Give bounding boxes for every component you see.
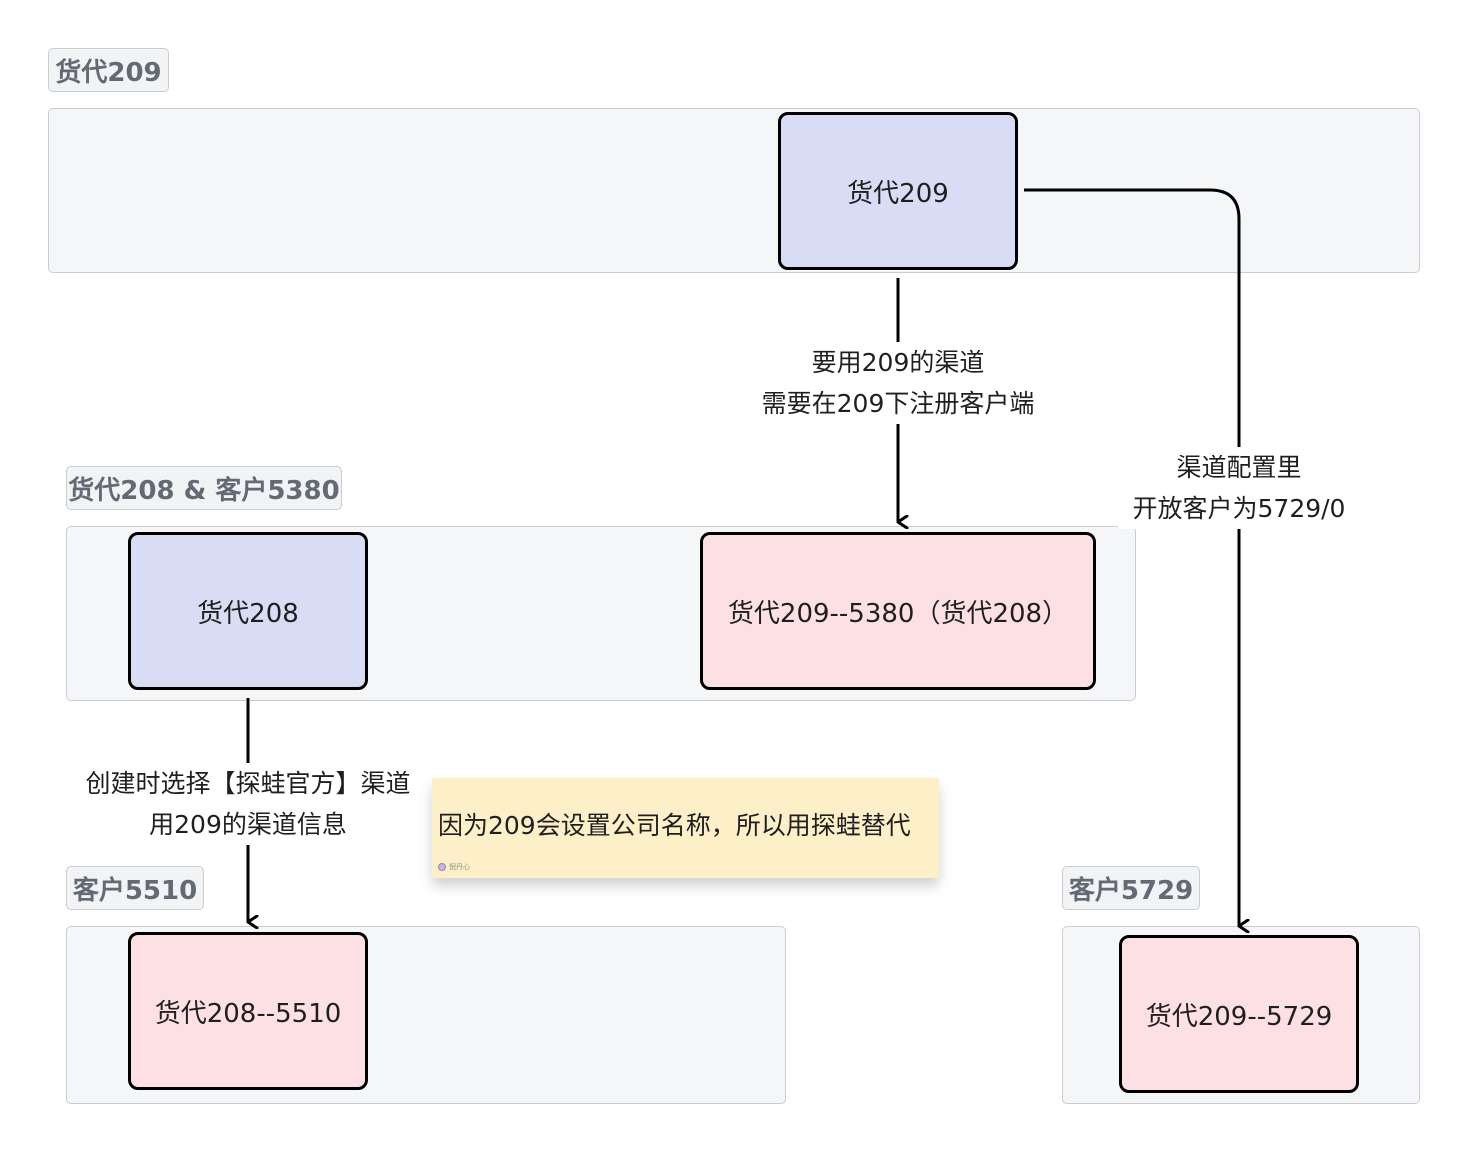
group-label-agent-208-client-5380: 货代208 & 客户5380 — [66, 466, 342, 510]
node-agent209-client5729[interactable]: 货代209--5729 — [1119, 935, 1359, 1093]
sticky-note-text: 因为209会设置公司名称，所以用探蛙替代 — [438, 811, 911, 840]
edge-209-to-5729 — [1024, 188, 1239, 926]
node-agent208-client5510[interactable]: 货代208--5510 — [128, 932, 368, 1090]
edge-label-line: 需要在209下注册客户端 — [761, 389, 1035, 418]
edge-label-line: 创建时选择【探蛙官方】渠道 — [85, 769, 411, 798]
edge-label-line: 开放客户为5729/0 — [1132, 494, 1346, 523]
group-label-client-5729: 客户5729 — [1062, 866, 1200, 910]
group-label-agent-209: 货代209 — [48, 48, 169, 92]
edge-label-line: 要用209的渠道 — [811, 348, 985, 377]
edge-label-209-to-5380: 要用209的渠道 需要在209下注册客户端 — [748, 342, 1048, 424]
edge-label-line: 渠道配置里 — [1176, 453, 1302, 482]
edge-label-line: 用209的渠道信息 — [149, 810, 347, 839]
edge-label-209-to-5729: 渠道配置里 开放客户为5729/0 — [1118, 447, 1360, 529]
author-avatar-icon — [438, 863, 446, 871]
node-agent-209[interactable]: 货代209 — [778, 112, 1018, 270]
edge-label-208-to-5510: 创建时选择【探蛙官方】渠道 用209的渠道信息 — [62, 763, 434, 845]
sticky-note[interactable]: 因为209会设置公司名称，所以用探蛙替代 倪丹心 — [432, 778, 939, 878]
node-agent-208[interactable]: 货代208 — [128, 532, 368, 690]
node-agent209-client5380[interactable]: 货代209--5380（货代208） — [700, 532, 1096, 690]
sticky-note-author-name: 倪丹心 — [449, 863, 470, 871]
sticky-note-author: 倪丹心 — [438, 862, 470, 872]
group-label-client-5510: 客户5510 — [66, 866, 204, 910]
